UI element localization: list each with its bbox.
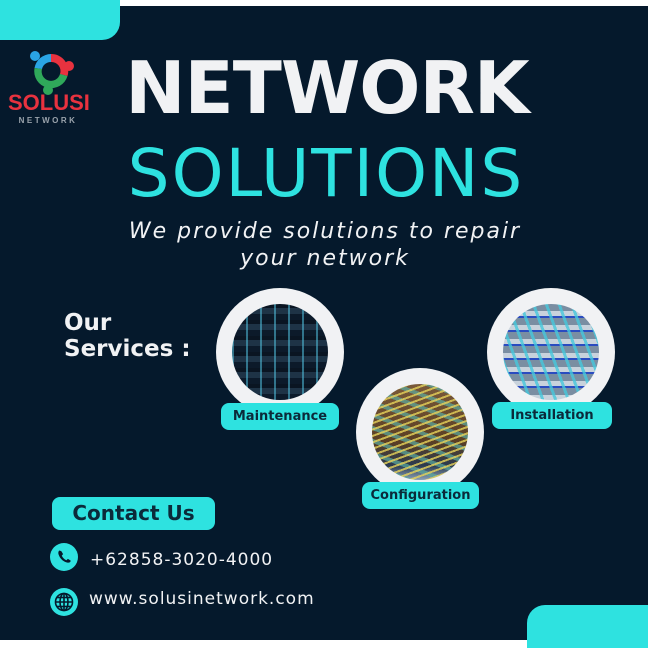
logo-people-icon (30, 51, 74, 95)
tagline-line1: We provide solutions to repair (128, 219, 522, 244)
services-heading-line1: Our (64, 310, 112, 336)
fiber-cables-image (503, 304, 599, 400)
service-configuration-frame (356, 368, 484, 496)
patch-panel-image (372, 384, 468, 480)
contact-us-button[interactable]: Contact Us (52, 497, 215, 530)
service-maintenance-frame (216, 288, 344, 416)
service-installation-frame (487, 288, 615, 416)
brand-subname: NETWORK (18, 116, 78, 125)
services-heading-line2: Services : (64, 336, 191, 362)
brand-logo: SOLUSI NETWORK (8, 48, 90, 128)
brand-name: SOLUSI (8, 90, 90, 115)
services-heading: Our Services : (64, 310, 191, 362)
server-rack-image (232, 304, 328, 400)
corner-accent-top-left (0, 0, 120, 40)
globe-icon (50, 588, 78, 616)
phone-icon (50, 543, 78, 571)
headline-line1: NETWORK (125, 46, 529, 130)
website-link[interactable]: www.solusinetwork.com (89, 589, 315, 609)
phone-number[interactable]: +62858-3020-4000 (90, 550, 274, 570)
corner-accent-bottom-right (527, 605, 648, 648)
service-configuration-button[interactable]: Configuration (362, 482, 479, 509)
tagline: We provide solutions to repair your netw… (110, 218, 540, 272)
tagline-line2: your network (240, 246, 410, 271)
headline-line2: SOLUTIONS (127, 135, 525, 212)
service-installation-button[interactable]: Installation (492, 402, 612, 429)
service-maintenance-button[interactable]: Maintenance (221, 403, 339, 430)
